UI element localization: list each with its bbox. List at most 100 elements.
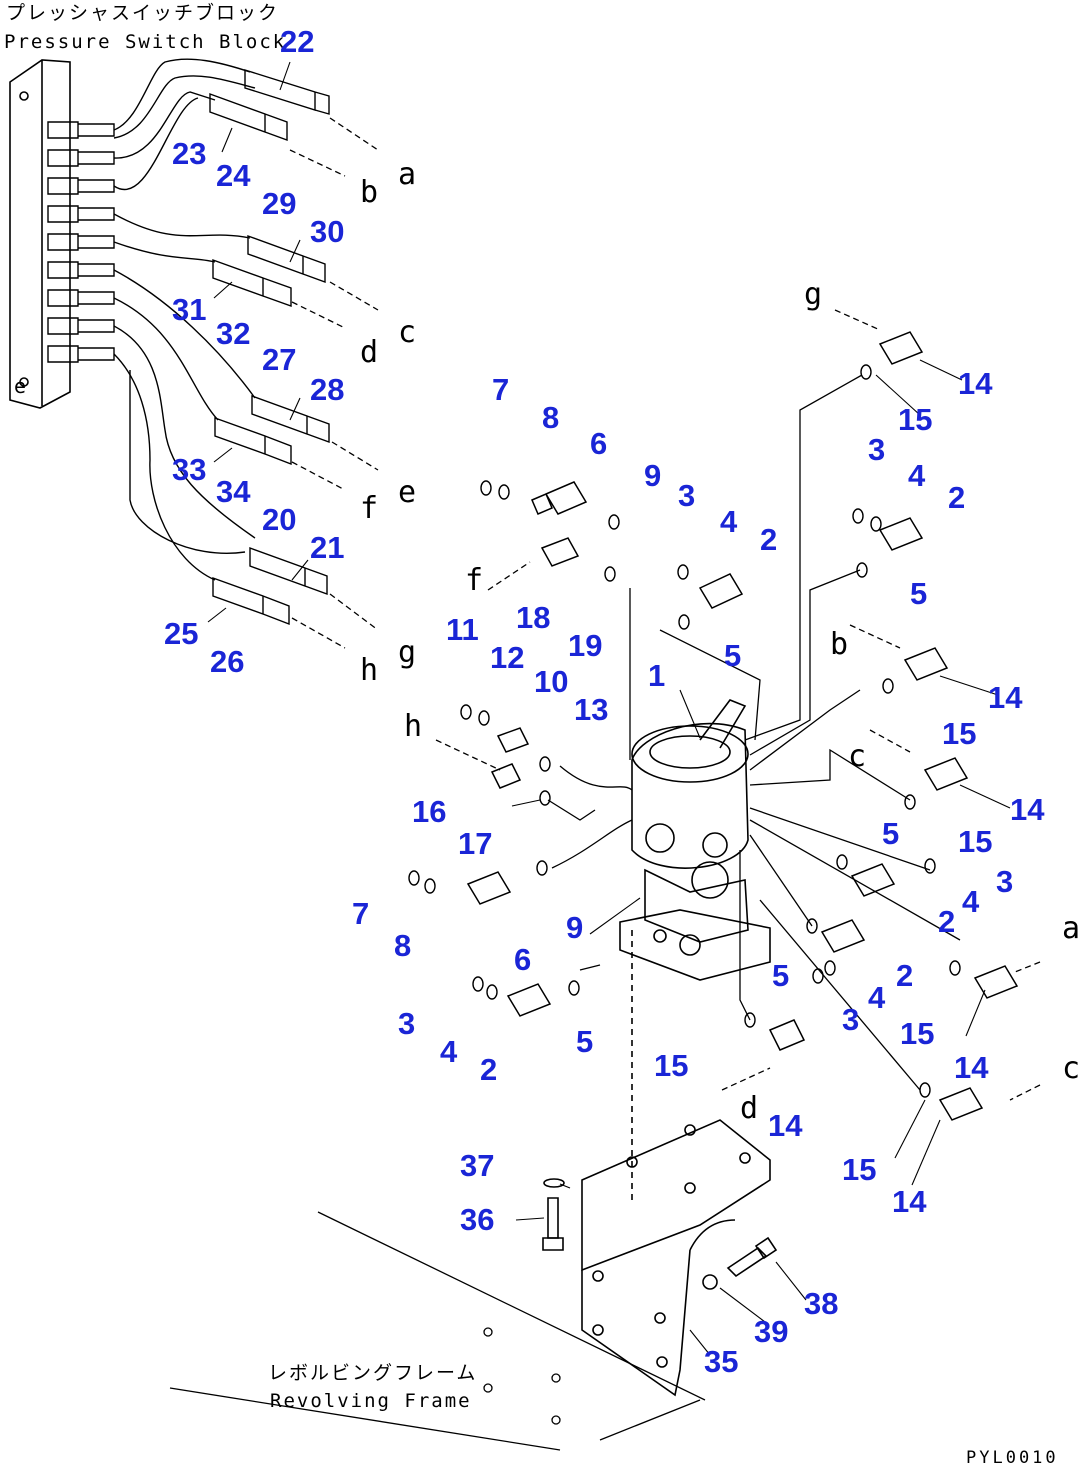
callout-34: 34 bbox=[216, 474, 251, 509]
callout-21: 21 bbox=[310, 530, 345, 565]
revolving-frame bbox=[169, 1211, 706, 1451]
callout-2-center: 2 bbox=[896, 958, 914, 993]
port-letter-a2: a bbox=[1062, 911, 1081, 946]
port-letter-f: f bbox=[360, 491, 379, 526]
callout-15-bottom: 15 bbox=[842, 1152, 877, 1187]
callout-15-b: 15 bbox=[942, 716, 977, 751]
port-letter-h: h bbox=[360, 653, 379, 688]
callout-8-upper: 8 bbox=[542, 400, 560, 435]
callout-33: 33 bbox=[172, 452, 207, 487]
callout-3-right: 3 bbox=[996, 864, 1014, 899]
callout-22: 22 bbox=[280, 24, 315, 59]
callout-1: 1 bbox=[648, 658, 666, 693]
callout-4-right-top: 4 bbox=[908, 458, 926, 493]
callout-2-left: 2 bbox=[480, 1052, 498, 1087]
port-letter-c3: c bbox=[1062, 1051, 1081, 1086]
callout-15-right: 15 bbox=[900, 1016, 935, 1051]
callout-14-top: 14 bbox=[958, 366, 993, 401]
callout-14-b: 14 bbox=[988, 680, 1023, 715]
callout-28: 28 bbox=[310, 372, 345, 407]
callout-2-mid: 2 bbox=[760, 522, 778, 557]
callout-14-right: 14 bbox=[954, 1050, 989, 1085]
callout-15-top: 15 bbox=[898, 402, 933, 437]
pressure-switch-block-caption-en: Pressure Switch Block bbox=[4, 31, 287, 53]
hose-lines bbox=[113, 58, 256, 581]
callout-9-lower: 9 bbox=[566, 910, 584, 945]
callout-31: 31 bbox=[172, 292, 207, 327]
callout-10: 10 bbox=[534, 664, 569, 699]
callout-7-upper: 7 bbox=[492, 372, 510, 407]
callout-14-lower: 14 bbox=[768, 1108, 803, 1143]
callout-2-right-top: 2 bbox=[948, 480, 966, 515]
callout-37: 37 bbox=[460, 1148, 495, 1183]
callout-27: 27 bbox=[262, 342, 297, 377]
callout-4-mid: 4 bbox=[720, 504, 738, 539]
leader-lines bbox=[207, 61, 1011, 1356]
callout-6-upper: 6 bbox=[590, 426, 608, 461]
callout-17: 17 bbox=[458, 826, 493, 861]
callout-2-right: 2 bbox=[938, 904, 956, 939]
callout-30: 30 bbox=[310, 214, 345, 249]
pressure-switches bbox=[466, 331, 1019, 1121]
callout-9-upper: 9 bbox=[644, 458, 662, 493]
port-letter-g: g bbox=[398, 635, 417, 670]
callout-32: 32 bbox=[216, 316, 251, 351]
port-letter-e: e bbox=[398, 475, 417, 510]
callout-6-lower: 6 bbox=[514, 942, 532, 977]
pressure-switch-block-caption-jp: プレッシャスイッチブロック bbox=[6, 2, 280, 24]
callout-5-right: 5 bbox=[882, 816, 900, 851]
callout-15-lower: 15 bbox=[654, 1048, 689, 1083]
callout-24: 24 bbox=[216, 158, 251, 193]
direction-arrows bbox=[289, 117, 1041, 1101]
callout-20: 20 bbox=[262, 502, 297, 537]
callout-39: 39 bbox=[754, 1314, 789, 1349]
callout-3-mid: 3 bbox=[678, 478, 696, 513]
callout-7-lower: 7 bbox=[352, 896, 370, 931]
callout-4-left: 4 bbox=[440, 1034, 458, 1069]
callout-3-center: 3 bbox=[842, 1002, 860, 1037]
callout-29: 29 bbox=[262, 186, 297, 221]
callout-13: 13 bbox=[574, 692, 609, 727]
callout-16: 16 bbox=[412, 794, 447, 829]
callout-5-mid: 5 bbox=[724, 638, 742, 673]
callout-35: 35 bbox=[704, 1344, 739, 1379]
callout-3-left: 3 bbox=[398, 1006, 416, 1041]
callout-4-center: 4 bbox=[868, 980, 886, 1015]
revolving-frame-caption-jp: レボルビングフレーム bbox=[268, 1362, 478, 1384]
callout-14-bottom: 14 bbox=[892, 1184, 927, 1219]
swivel-joint bbox=[619, 699, 771, 981]
callout-8-lower: 8 bbox=[394, 928, 412, 963]
port-letter-e2: e bbox=[14, 374, 27, 398]
callout-19: 19 bbox=[568, 628, 603, 663]
callout-15-c: 15 bbox=[958, 824, 993, 859]
callout-18: 18 bbox=[516, 600, 551, 635]
port-letter-b2: b bbox=[830, 627, 849, 662]
callout-36: 36 bbox=[460, 1202, 495, 1237]
port-letter-a: a bbox=[398, 157, 417, 192]
port-letter-g2: g bbox=[804, 277, 823, 312]
port-letter-c: c bbox=[398, 315, 417, 350]
bolts-washers bbox=[542, 1178, 778, 1290]
port-letter-d: d bbox=[360, 335, 379, 370]
callout-5-center: 5 bbox=[772, 958, 790, 993]
connection-lines bbox=[547, 374, 961, 1091]
pressure-switch-block bbox=[9, 59, 115, 409]
revolving-frame-caption-en: Revolving Frame bbox=[270, 1390, 472, 1412]
callout-5-right-top: 5 bbox=[910, 576, 928, 611]
mounting-bracket bbox=[581, 930, 771, 1397]
callout-3-right-top: 3 bbox=[868, 432, 886, 467]
callout-14-c: 14 bbox=[1010, 792, 1045, 827]
callout-26: 26 bbox=[210, 644, 245, 679]
callout-5-left: 5 bbox=[576, 1024, 594, 1059]
hose-end-fittings bbox=[209, 69, 330, 626]
port-letter-c2: c bbox=[848, 739, 867, 774]
callout-4-right: 4 bbox=[962, 884, 980, 919]
callout-25: 25 bbox=[164, 616, 199, 651]
callout-23: 23 bbox=[172, 136, 207, 171]
port-letter-h2: h bbox=[404, 709, 423, 744]
callout-38: 38 bbox=[804, 1286, 839, 1321]
port-letter-f2: f bbox=[465, 563, 484, 598]
callout-11: 11 bbox=[446, 612, 479, 647]
drawing-code: PYL0010 bbox=[966, 1448, 1059, 1468]
